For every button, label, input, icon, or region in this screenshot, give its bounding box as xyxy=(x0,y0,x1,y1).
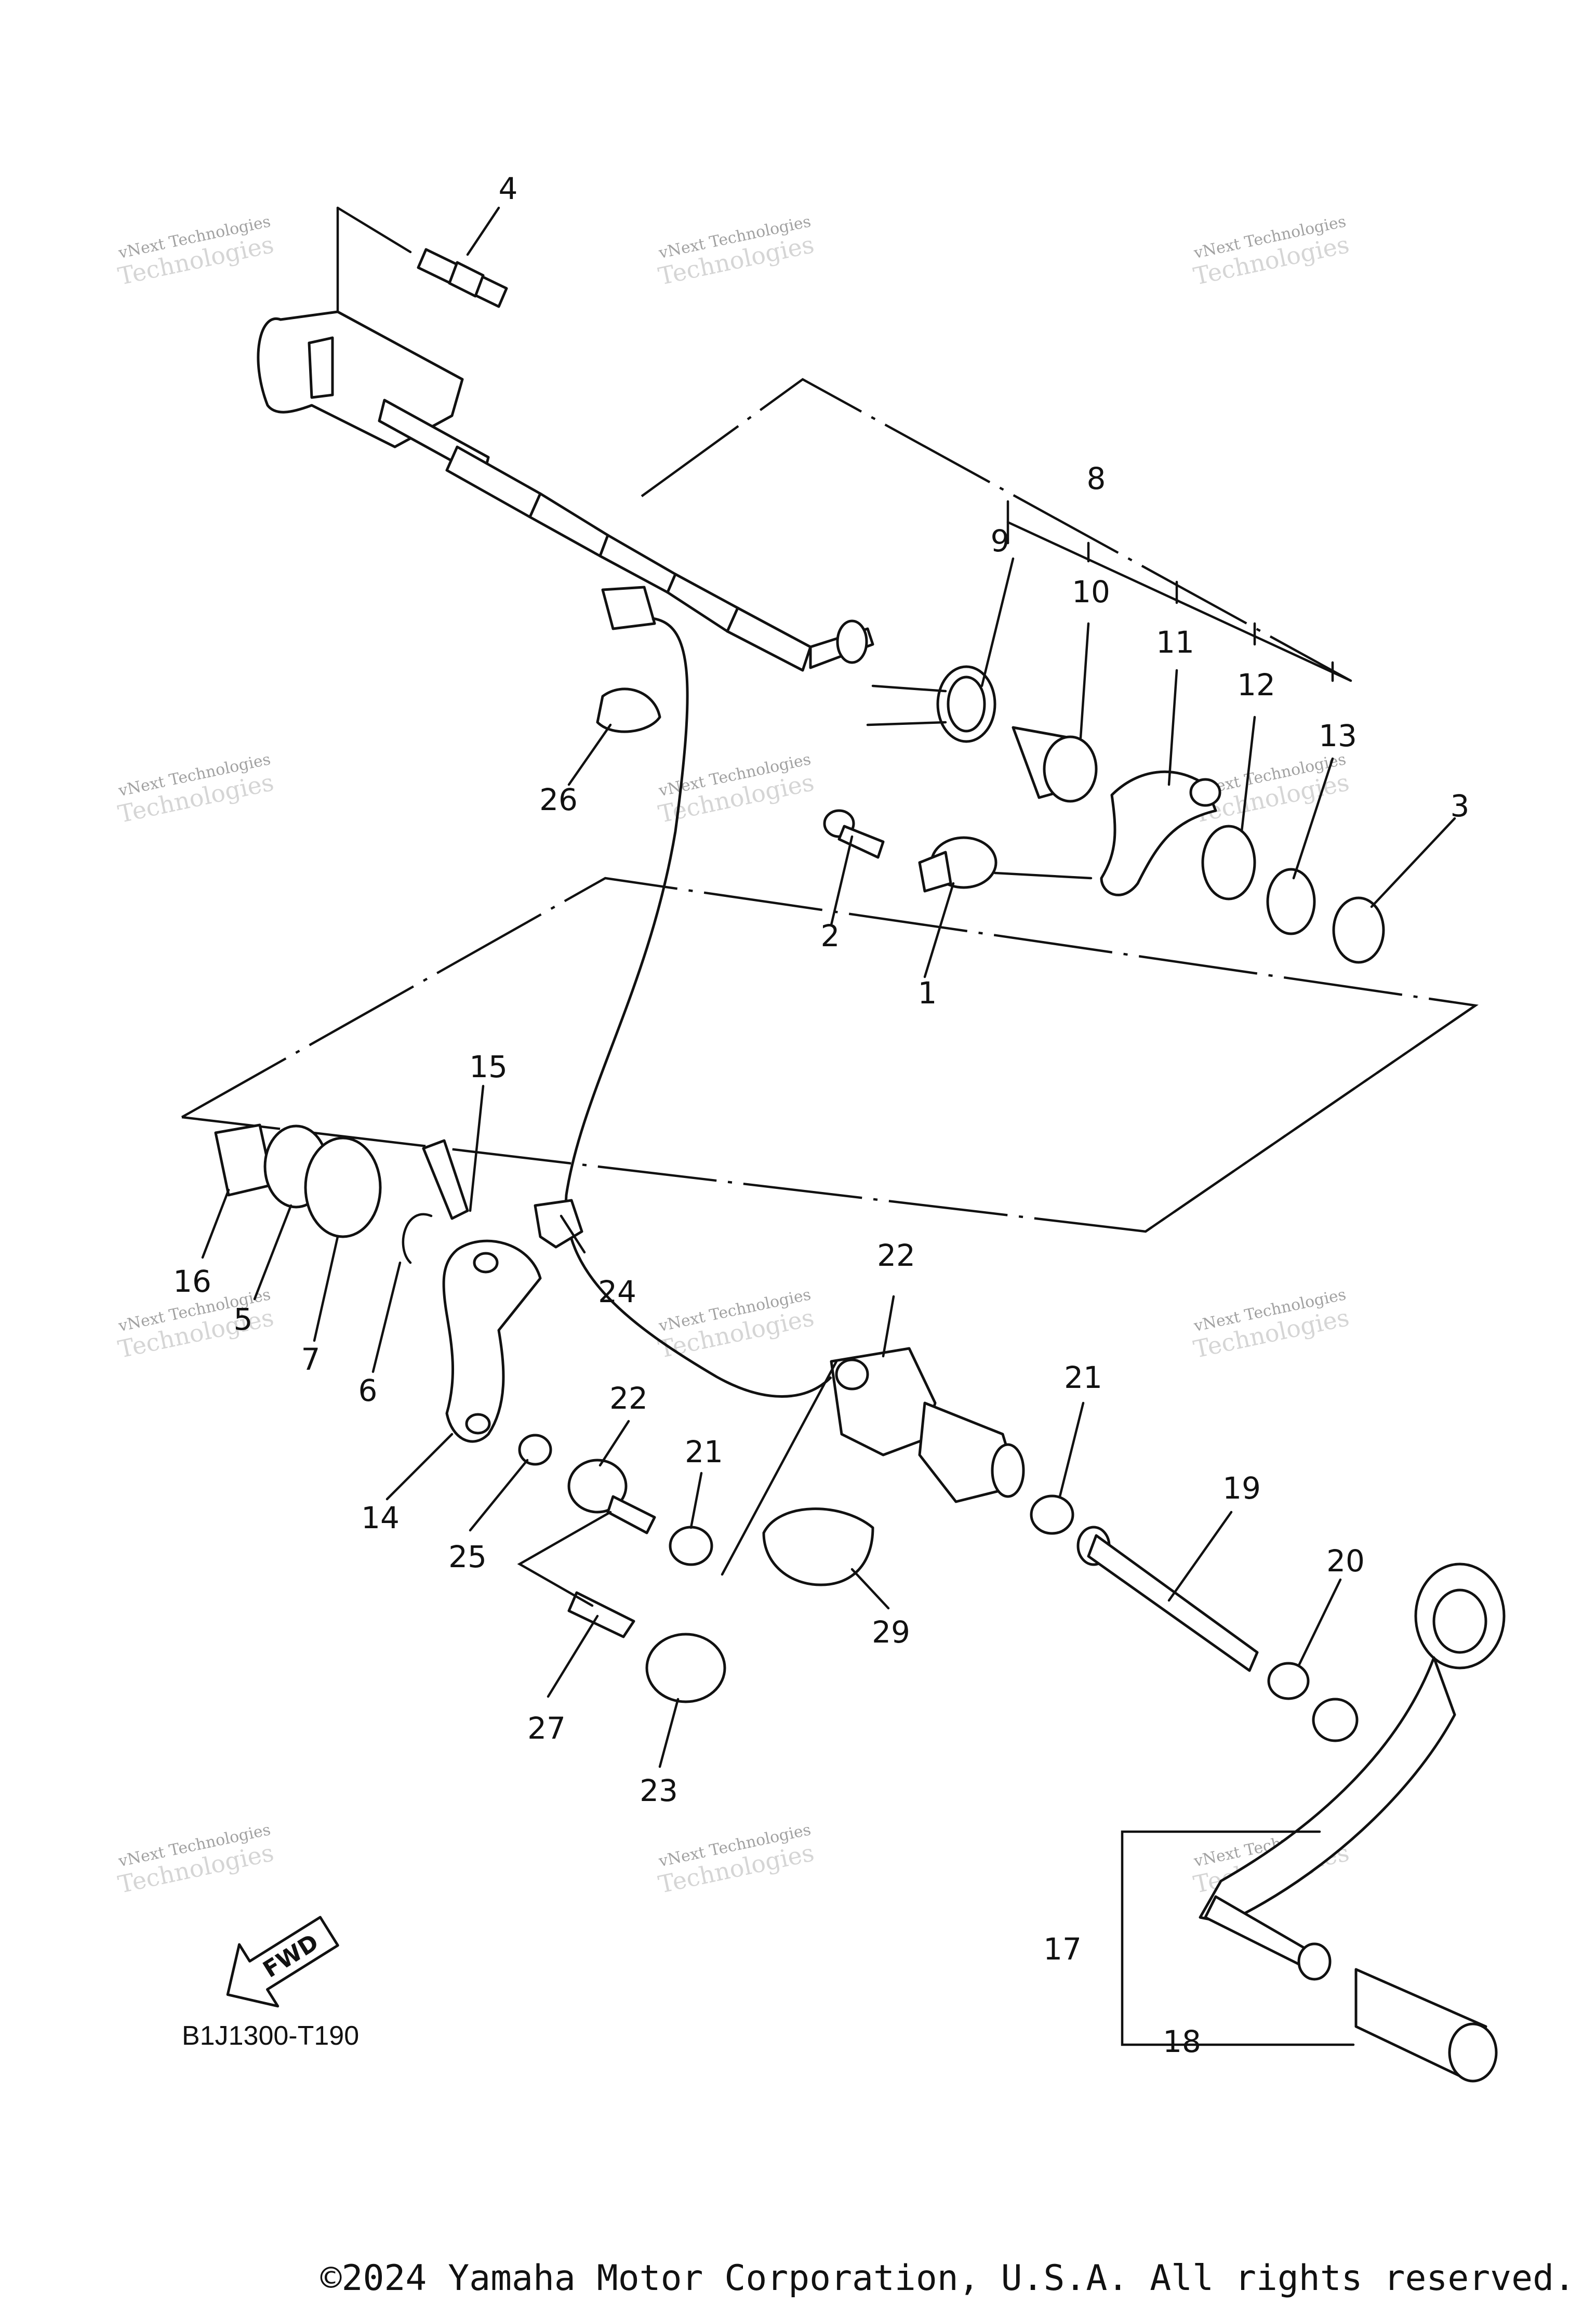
callout-4[interactable]: 4 xyxy=(499,171,518,206)
bolt-4 xyxy=(417,248,508,308)
callout-21-left[interactable]: 21 xyxy=(685,1434,723,1469)
callout-25[interactable]: 24 xyxy=(598,1274,636,1309)
callout-21-right[interactable]: 21 xyxy=(1064,1360,1102,1395)
callout-3[interactable]: 3 xyxy=(1451,788,1470,824)
callout-1[interactable]: 1 xyxy=(918,975,937,1011)
watermark: vNext Technologies Technologies xyxy=(1191,213,1351,290)
watermark: vNext Technologies Technologies xyxy=(115,1821,276,1899)
sensor-cable xyxy=(564,617,832,1398)
callout-20[interactable]: 20 xyxy=(1326,1543,1365,1579)
callout-9[interactable]: 9 xyxy=(991,523,1010,559)
watermark: vNext Technologies Technologies xyxy=(1191,1286,1351,1363)
joint-22 xyxy=(567,1459,656,1534)
lever-11 xyxy=(1100,770,1221,896)
leader-17-18-bracket xyxy=(1121,1830,1355,2046)
shift-shaft xyxy=(257,310,874,672)
upper-shaft-link xyxy=(336,206,412,254)
watermark-group: vNext Technologies Technologies vNext Te… xyxy=(115,213,1351,1899)
washer-3 xyxy=(1332,896,1385,964)
cover-23 xyxy=(645,1633,726,1703)
shift-rod-19 xyxy=(1076,1526,1259,1672)
leader-lines xyxy=(201,206,1456,1768)
callout-2[interactable]: 2 xyxy=(821,918,840,954)
callout-23[interactable]: 23 xyxy=(640,1773,678,1808)
callout-12[interactable]: 12 xyxy=(1237,667,1275,703)
callout-13[interactable]: 13 xyxy=(1319,718,1357,753)
callout-27[interactable]: 27 xyxy=(527,1711,566,1746)
collar-26 xyxy=(518,1434,552,1466)
copyright-notice: ©2024 Yamaha Motor Corporation, U.S.A. A… xyxy=(320,2258,1575,2299)
callout-15[interactable]: 15 xyxy=(469,1049,508,1084)
nut-20 xyxy=(1267,1662,1310,1700)
pedal-rubber-18 xyxy=(1354,1968,1498,2083)
callout-24[interactable]: 22 xyxy=(877,1238,915,1273)
callout-10[interactable]: 10 xyxy=(1072,574,1110,610)
part-callouts: 4 8 9 10 11 12 13 3 26 2 1 15 16 5 7 6 2… xyxy=(173,171,1469,2059)
watermark: vNext Technologies Technologies xyxy=(656,1821,816,1899)
watermark: vNext Technologies Technologies xyxy=(656,213,816,290)
shift-sensor-24 xyxy=(830,1347,1025,1503)
lower-assembly-frame-right xyxy=(1145,1004,1477,1233)
fwd-arrow: FWD xyxy=(226,1916,339,2008)
spring-9 xyxy=(866,665,996,743)
callout-8[interactable]: 8 xyxy=(1087,461,1106,496)
callout-5[interactable]: 5 xyxy=(234,1302,253,1337)
collar-10 xyxy=(1012,726,1098,803)
callout-11[interactable]: 11 xyxy=(1156,625,1194,660)
callout-7[interactable]: 7 xyxy=(301,1342,321,1377)
leader-22-27 xyxy=(517,1511,612,1607)
nut-21-right xyxy=(1030,1494,1074,1535)
callout-22[interactable]: 22 xyxy=(609,1381,648,1416)
spring-1 xyxy=(918,836,1093,893)
upper-assembly-frame xyxy=(641,378,1352,682)
clip-28 xyxy=(596,687,661,733)
callout-29[interactable]: 29 xyxy=(872,1614,910,1650)
callout-18[interactable]: 18 xyxy=(1163,2024,1201,2059)
bolt-15 xyxy=(422,1139,469,1220)
shift-pedal-17 xyxy=(1199,1563,1506,1981)
callout-17[interactable]: 17 xyxy=(1043,1931,1082,1967)
boot-29 xyxy=(762,1507,874,1586)
circlip-13 xyxy=(1266,868,1316,935)
washer-12 xyxy=(1201,825,1256,901)
shift-arm-14 xyxy=(442,1239,542,1443)
washer-7 xyxy=(304,1136,382,1238)
callout-26[interactable]: 25 xyxy=(448,1539,487,1574)
clamp-25 xyxy=(534,1199,583,1249)
circlip-6 xyxy=(402,1213,433,1264)
callout-16[interactable]: 16 xyxy=(173,1264,211,1299)
connector xyxy=(601,586,656,630)
bolt-27 xyxy=(567,1591,635,1638)
callout-6[interactable]: 6 xyxy=(358,1373,378,1408)
nut-21-left xyxy=(669,1526,713,1566)
leader-21-29 xyxy=(721,1360,838,1576)
watermark: vNext Technologies Technologies xyxy=(115,213,276,290)
diagram-code: B1J1300-T190 xyxy=(182,2021,359,2051)
bolt-2 xyxy=(823,809,885,859)
callout-28[interactable]: 26 xyxy=(539,782,578,817)
callout-19[interactable]: 19 xyxy=(1222,1471,1261,1506)
watermark: vNext Technologies Technologies xyxy=(115,750,276,828)
callout-14[interactable]: 14 xyxy=(361,1500,400,1535)
